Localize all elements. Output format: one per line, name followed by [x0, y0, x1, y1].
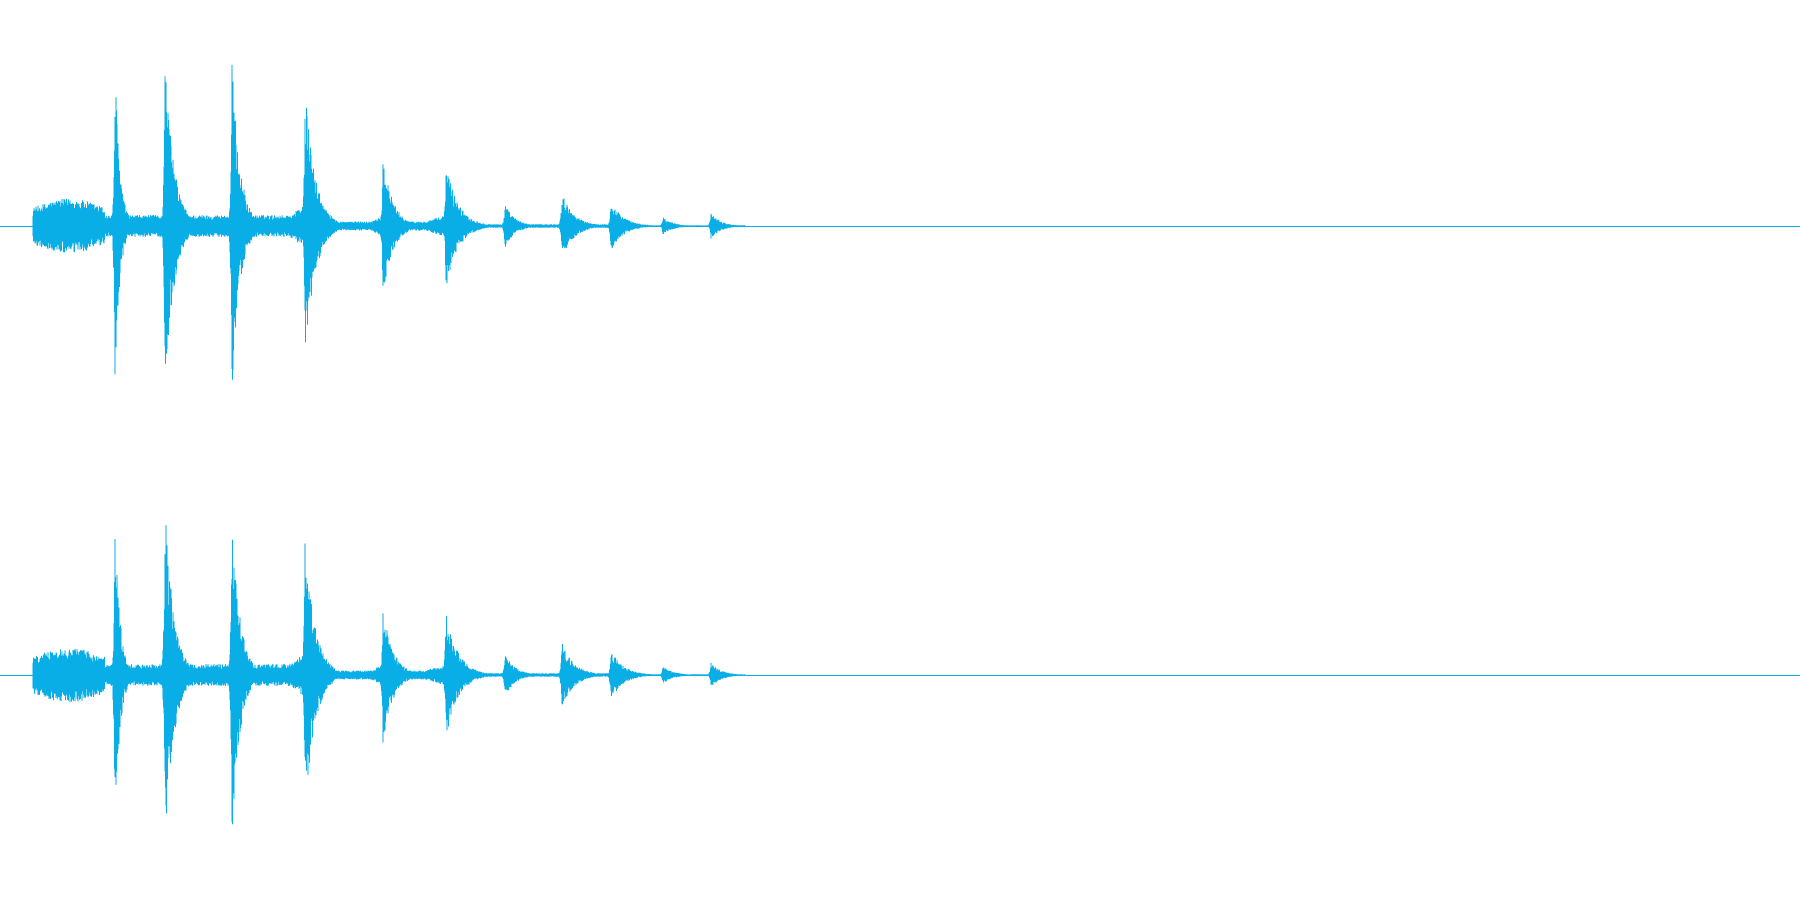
channel-signal: [32, 64, 746, 380]
channel-left-waveform: [0, 64, 1800, 380]
channel-signal: [32, 525, 746, 825]
channel-right-waveform: [0, 525, 1800, 825]
